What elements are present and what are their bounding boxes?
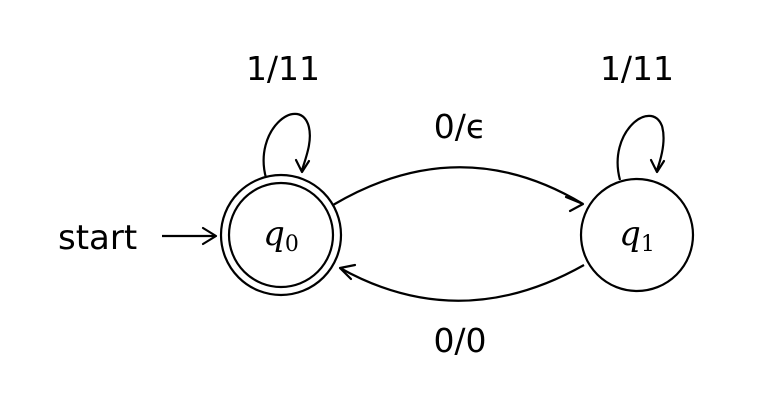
state-label-q0: q0 — [263, 214, 299, 257]
transition-q1-to-q0 — [338, 263, 585, 302]
start-label: start — [58, 218, 137, 258]
self-loop-label-q1: 1/11 — [600, 49, 674, 88]
self-loop-q1 — [616, 114, 666, 181]
state-q1 — [579, 177, 695, 293]
self-loop-q0 — [262, 112, 311, 179]
transition-label-q1-q0: 0/0 — [433, 321, 486, 360]
transition-label-q0-q1: 0/ϵ — [434, 107, 486, 146]
state-q0 — [219, 173, 343, 297]
state-label-q1: q1 — [619, 214, 655, 257]
transition-q0-to-q1 — [332, 166, 585, 213]
self-loop-label-q0: 1/11 — [246, 49, 320, 88]
start-arrow — [162, 226, 218, 246]
